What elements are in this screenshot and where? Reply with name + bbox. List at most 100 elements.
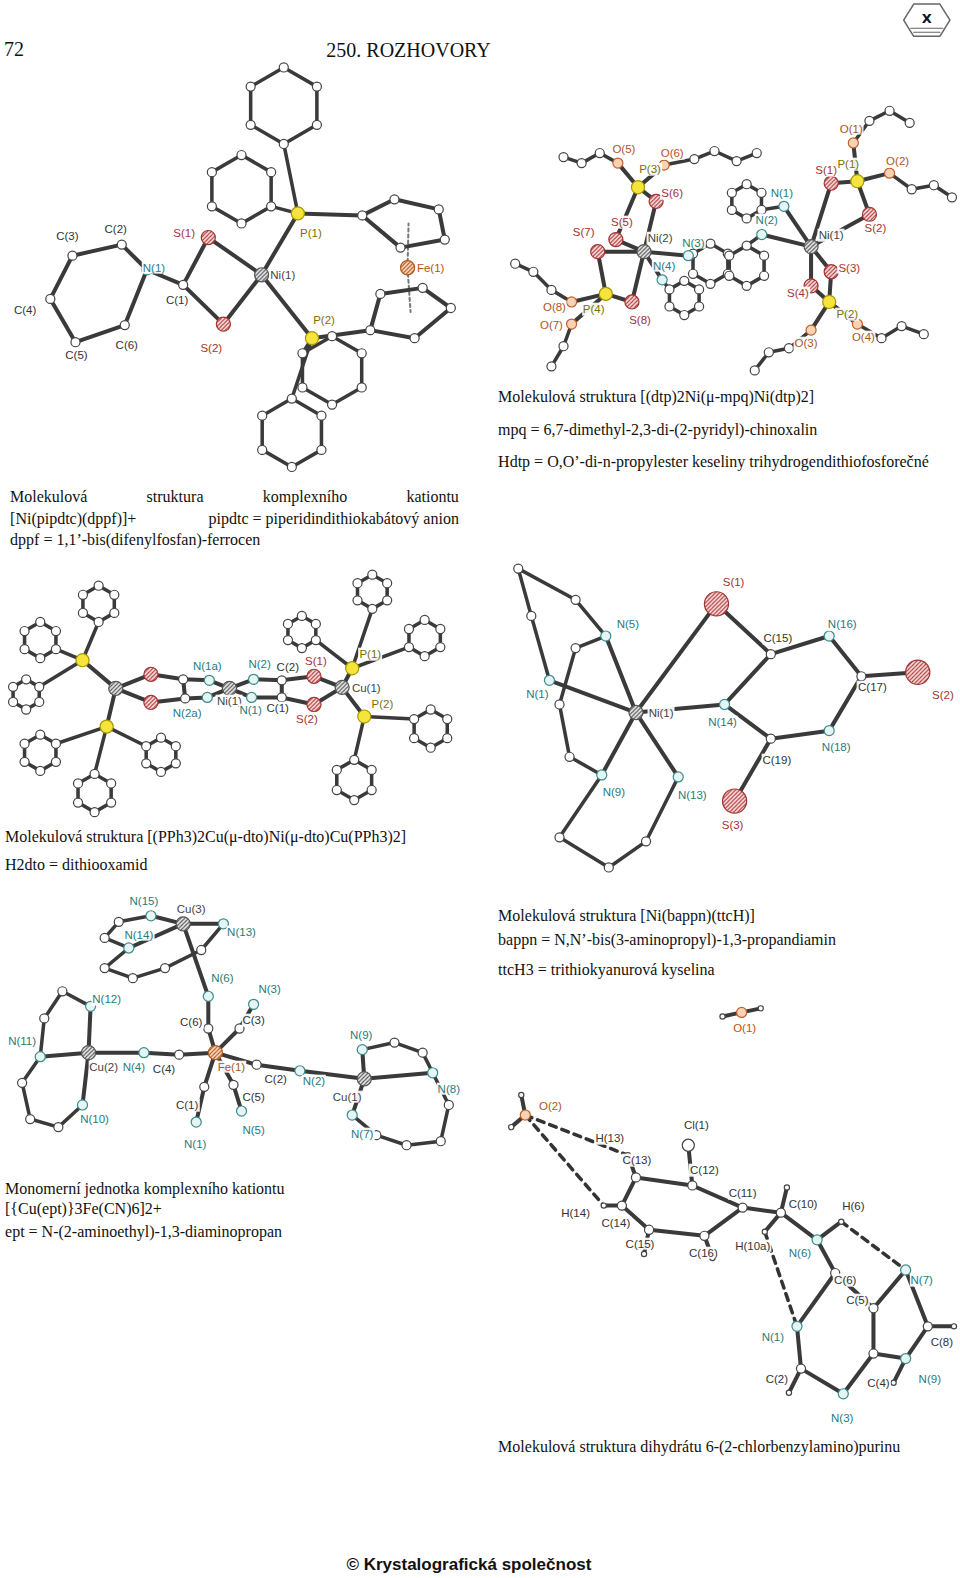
atom-ball (907, 185, 916, 194)
atom-label: N(6) (210, 972, 234, 985)
atom-ball (919, 330, 928, 339)
atom-label: C(17) (857, 681, 888, 694)
atom-label: O(5) (611, 143, 636, 156)
ring-line (25, 735, 56, 771)
atom-ball (555, 700, 564, 709)
ring-line (78, 774, 111, 812)
atom-ball (90, 808, 99, 817)
atom-label: N(1) (142, 261, 166, 274)
atom-ball (35, 682, 44, 691)
ring-line (146, 738, 176, 772)
atom-ball (51, 645, 60, 654)
atom-label: S(8) (628, 314, 652, 327)
atom-ball (511, 259, 520, 268)
atom-ball (601, 1203, 606, 1208)
atom-ball (436, 624, 445, 633)
atom-ball (317, 445, 326, 454)
atom-ball (297, 611, 306, 620)
atom-label: S(3) (721, 819, 745, 832)
atom-ball (74, 779, 83, 788)
atom-ball (706, 239, 715, 248)
bond-line (649, 1230, 704, 1236)
atom-ball (824, 176, 838, 190)
caption-text: [{Cu(ept)}3Fe(CN)6]2+ (5, 1198, 162, 1220)
atom-ball (869, 1349, 878, 1358)
atom-ball (601, 631, 611, 641)
atom-ball (9, 682, 18, 691)
atom-ball (40, 1014, 49, 1023)
bond-line (125, 270, 147, 325)
atom-ball (591, 245, 605, 259)
atom-ball (307, 669, 321, 683)
atom-label: N(12) (91, 993, 122, 1006)
caption-text: ept = N-(2-aminoethyl)-1,3-diaminopropan (5, 1221, 282, 1243)
atom-ball (142, 759, 151, 768)
atom-ball (420, 652, 429, 661)
ring-line (362, 199, 445, 247)
atom-label: S(6) (660, 187, 684, 200)
atom-ball (368, 604, 377, 613)
atom-ball (175, 1050, 184, 1059)
atom-ball (509, 1124, 514, 1129)
atom-ball (94, 617, 103, 626)
bond-line (636, 604, 717, 713)
atom-ball (358, 710, 371, 723)
atom-label: N(1) (183, 1138, 207, 1151)
atom-label: N(7) (910, 1274, 934, 1287)
atom-ball (683, 251, 693, 261)
atom-ball (46, 294, 55, 303)
atom-ball (283, 636, 292, 645)
atom-label: P(4) (582, 303, 606, 316)
atom-label: N(2a) (172, 707, 203, 720)
ring-line (729, 246, 764, 286)
bond-line (797, 1273, 835, 1326)
atom-ball (443, 715, 452, 724)
atom-label: N(14) (123, 929, 154, 942)
bond-line (632, 252, 644, 302)
atom-ball (376, 289, 385, 298)
atom-label: C(15) (625, 1237, 656, 1250)
atom-ball (36, 617, 45, 626)
bond-line (559, 775, 678, 868)
atom-ball (287, 462, 296, 471)
logo-outline (904, 4, 950, 36)
atom-ball (18, 1078, 27, 1087)
logo-letter: X (922, 12, 932, 25)
atom-ball (247, 692, 257, 702)
atom-ball (142, 742, 151, 751)
atom-ball (197, 945, 206, 954)
atom-ball (311, 636, 320, 645)
bond-line (811, 214, 869, 246)
atom-label: S(1) (814, 164, 838, 177)
atom-ball (51, 626, 60, 635)
caption-text: Molekulová struktura [(dtp)2Ni(μ-mpq)Ni(… (498, 386, 814, 408)
caption-text: dppf = 1,1’-bis(difenylfosfan)-ferrocen (10, 529, 260, 551)
bond-line (364, 1073, 432, 1079)
atom-ball (267, 168, 276, 177)
atom-ball (117, 240, 126, 249)
atom-ball (877, 334, 886, 343)
atom-ball (440, 235, 449, 244)
atom-ball (335, 680, 349, 694)
atom-ball (547, 285, 556, 294)
atom-ball (418, 1048, 427, 1057)
atom-ball (90, 769, 99, 778)
atom-ball (258, 445, 267, 454)
atom-ball (695, 285, 704, 294)
atom-ball (641, 1251, 646, 1256)
atom-label: N(5) (616, 618, 640, 631)
atom-ball (328, 332, 337, 341)
caption-text: Monomerní jednotka komplexního kationtu (5, 1178, 285, 1200)
caption-text: [Ni(pipdtc)(dppf)]+ (10, 508, 136, 530)
atom-ball (764, 348, 773, 357)
atom-ball (865, 116, 874, 125)
ring-line (370, 288, 451, 338)
atom-ball (752, 148, 761, 157)
atom-ball (390, 195, 399, 204)
atom-label: C(13) (622, 1154, 653, 1167)
atom-label: S(1) (304, 655, 328, 668)
atom-ball (852, 319, 862, 329)
atom-ball (100, 933, 109, 942)
ring-line (337, 760, 372, 800)
atom-ball (107, 779, 116, 788)
